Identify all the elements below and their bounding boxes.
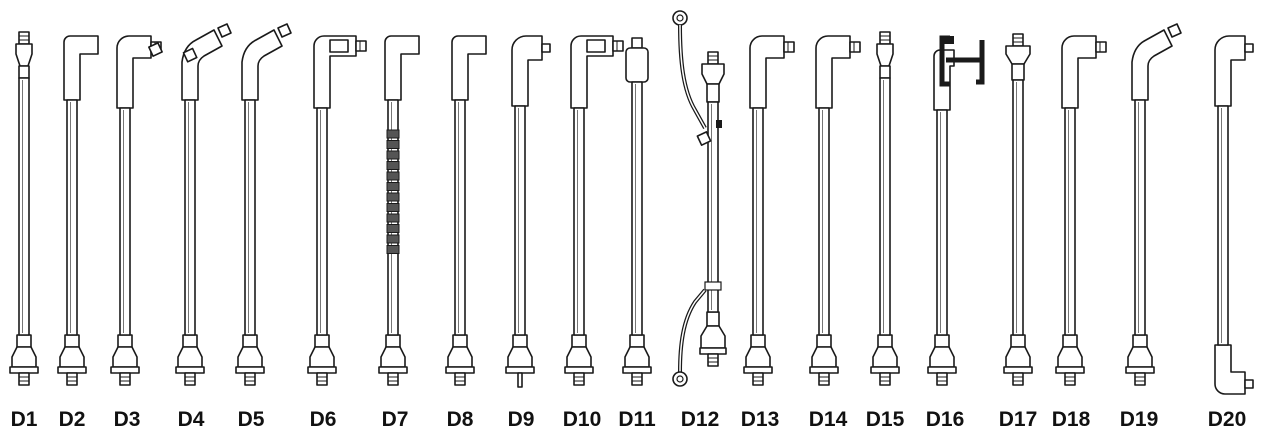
cable-d16 <box>927 35 985 386</box>
cable-d19 <box>696 23 1182 386</box>
cable-label-d10: D10 <box>562 408 602 431</box>
cable-d13 <box>743 35 795 386</box>
cable-d3 <box>110 35 162 386</box>
cable-label-d14: D14 <box>808 408 848 431</box>
cable-d7 <box>378 35 420 386</box>
cable-d4 <box>148 23 232 386</box>
cable-label-d12: D12 <box>680 408 720 431</box>
cable-label-d6: D6 <box>309 408 337 431</box>
cable-label-d9: D9 <box>507 408 535 431</box>
cable-label-d13: D13 <box>740 408 780 431</box>
cable-d17 <box>1003 33 1033 386</box>
cable-d15 <box>870 31 900 386</box>
cable-label-d4: D4 <box>177 408 205 431</box>
cable-d20 <box>1214 35 1254 395</box>
cable-d11 <box>622 37 652 386</box>
cable-d1 <box>9 31 39 386</box>
cable-label-d5: D5 <box>237 408 265 431</box>
cable-d12 <box>672 10 727 387</box>
cable-label-d15: D15 <box>865 408 905 431</box>
cable-drawings <box>9 10 1254 395</box>
cable-label-d3: D3 <box>113 408 141 431</box>
cable-label-d7: D7 <box>381 408 409 431</box>
cable-label-d2: D2 <box>58 408 86 431</box>
cable-d5 <box>182 23 292 386</box>
cable-d9 <box>505 35 551 388</box>
cable-label-d11: D11 <box>618 408 656 431</box>
cable-d10 <box>564 35 624 386</box>
cable-label-d17: D17 <box>998 408 1038 431</box>
cable-label-d16: D16 <box>925 408 965 431</box>
cable-label-d20: D20 <box>1207 408 1247 431</box>
cable-d14 <box>809 35 861 386</box>
cable-label-d18: D18 <box>1051 408 1091 431</box>
cable-d18 <box>1055 35 1107 386</box>
cable-label-d19: D19 <box>1119 408 1159 431</box>
cable-d8 <box>445 35 487 386</box>
cable-label-d1: D1 <box>10 408 38 431</box>
cable-d6 <box>307 35 367 386</box>
cable-d2 <box>57 35 99 386</box>
cable-label-d8: D8 <box>446 408 474 431</box>
